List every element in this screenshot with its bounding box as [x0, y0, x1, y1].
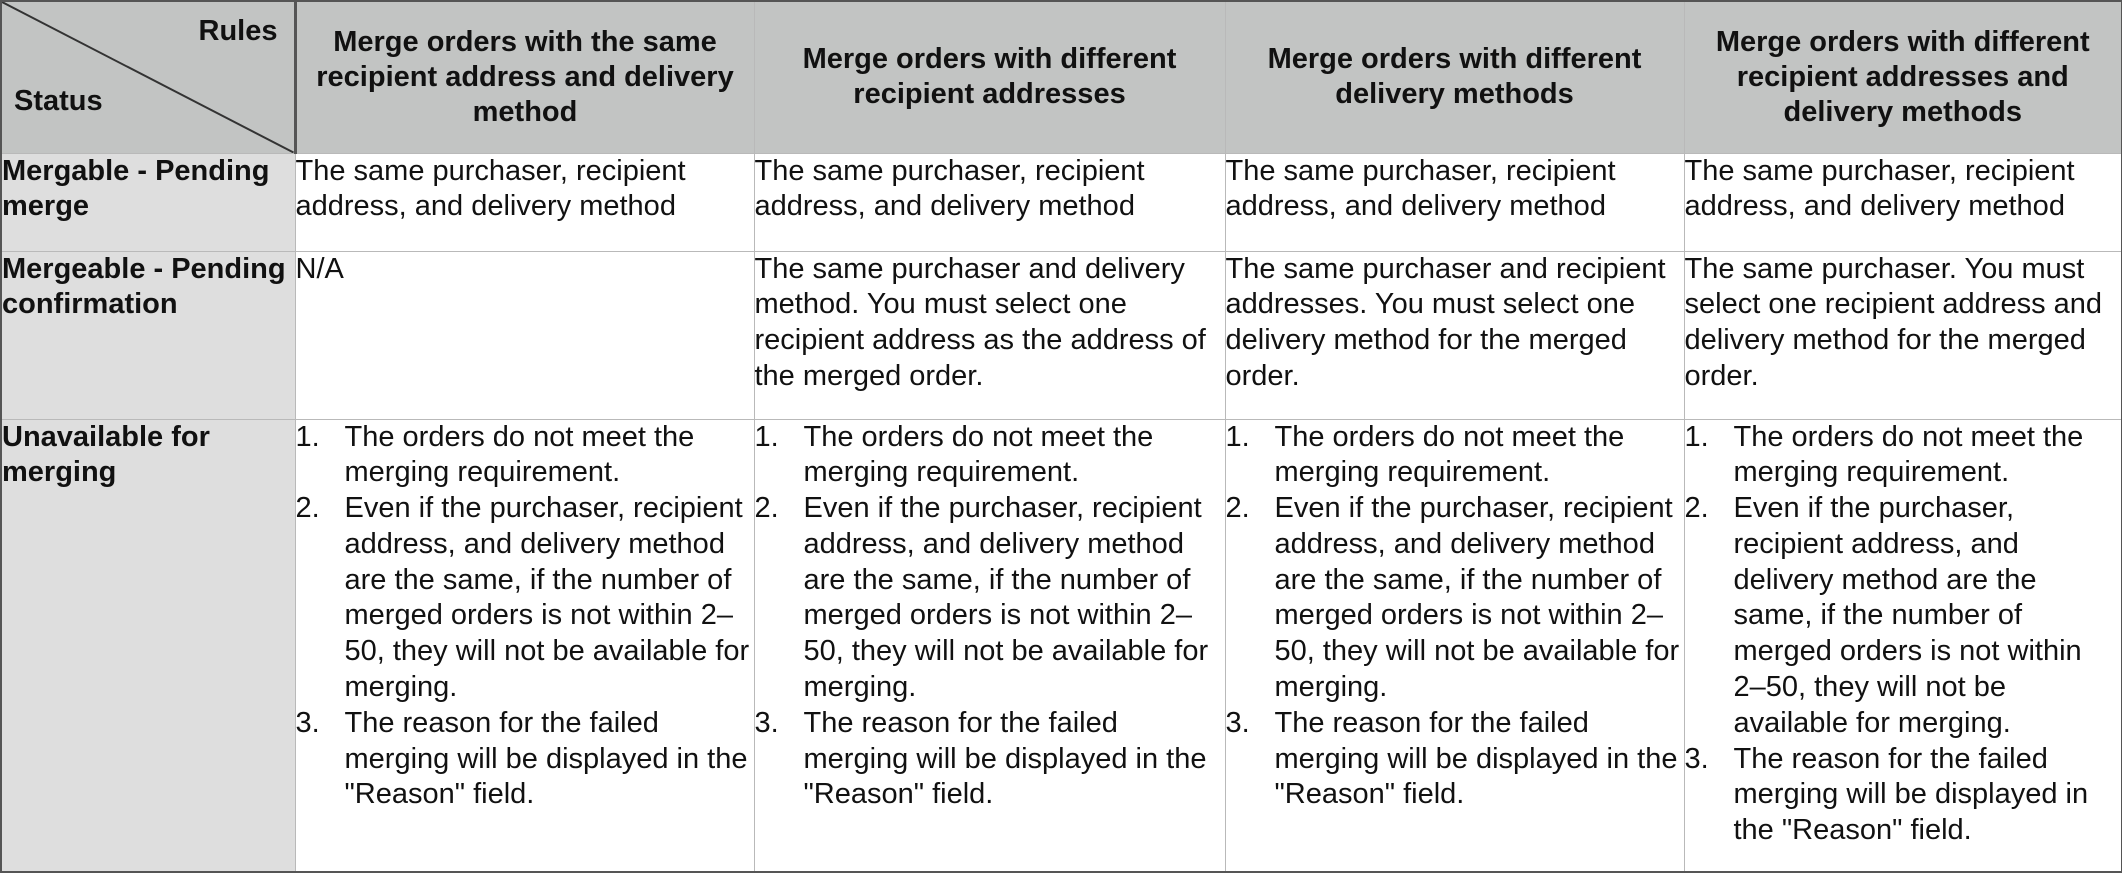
list-item-number: 2. [754, 492, 779, 525]
list-item-number: 1. [1684, 420, 1709, 453]
table-cell: The same purchaser. You must select one … [1683, 250, 2122, 420]
list-item-text: The orders do not meet the merging requi… [344, 420, 695, 489]
table-cell: The same purchaser, recipient address, a… [753, 152, 1226, 252]
list-item-text: The orders do not meet the merging requi… [1274, 420, 1625, 489]
row-header-unavailable: Unavailable for merging [0, 418, 296, 873]
list-item-text: Even if the purchaser, recipient address… [803, 492, 1209, 704]
table-cell: 1. The orders do not meet the merging req… [753, 418, 1226, 873]
list-item: 1. The orders do not meet the merging req… [1685, 420, 2122, 492]
table-cell: The same purchaser and delivery method. … [753, 250, 1226, 420]
list-item: 3. The reason for the failed merging will… [296, 706, 754, 813]
table-cell: The same purchaser, recipient address, a… [1683, 152, 2122, 252]
list-item: 2. Even if the purchaser, recipient addre… [296, 491, 754, 706]
row-header-pending-merge: Mergable - Pending merge [0, 152, 296, 252]
list-item-number: 2. [295, 492, 320, 525]
list-item-number: 3. [1225, 706, 1250, 739]
header-row: Rules Status Merge orders with the same … [0, 0, 2122, 154]
list-item-text: The reason for the failed merging will b… [1274, 706, 1678, 811]
diagonal-divider [2, 2, 294, 153]
list-item: 3. The reason for the failed merging will… [1226, 706, 1684, 813]
table-cell: N/A [294, 250, 755, 420]
list-item: 3. The reason for the failed merging will… [1685, 742, 2122, 849]
table-row: Mergable - Pending merge The same purcha… [0, 152, 2122, 252]
list-item-number: 1. [754, 420, 779, 453]
corner-rules-label: Rules [198, 15, 278, 47]
list-item: 2. Even if the purchaser, recipient addre… [1226, 491, 1684, 706]
row-header-pending-confirmation: Mergeable - Pending confirmation [0, 250, 296, 420]
column-header-same-address-method: Merge orders with the same recipient add… [294, 0, 755, 154]
table-row: Mergeable - Pending confirmation N/A The… [0, 250, 2122, 420]
list-item-number: 3. [754, 706, 779, 739]
list-item: 2. Even if the purchaser, recipient addre… [755, 491, 1225, 706]
table-row: Unavailable for merging 1. The orders do … [0, 418, 2122, 873]
list-item-text: The orders do not meet the merging requi… [1733, 420, 2084, 489]
reason-list: 1. The orders do not meet the merging req… [1685, 420, 2122, 850]
list-item-number: 3. [1684, 742, 1709, 775]
list-item-text: Even if the purchaser, recipient address… [1733, 492, 2082, 739]
list-item: 2. Even if the purchaser, recipient addre… [1685, 491, 2122, 742]
corner-status-label: Status [14, 84, 103, 117]
list-item-number: 1. [295, 420, 320, 453]
table-cell: 1. The orders do not meet the merging req… [1683, 418, 2122, 873]
list-item: 1. The orders do not meet the merging req… [296, 420, 754, 492]
list-item-text: Even if the purchaser, recipient address… [344, 492, 750, 704]
list-item-number: 2. [1225, 492, 1250, 525]
column-header-different-methods: Merge orders with different delivery met… [1224, 0, 1685, 154]
list-item-number: 1. [1225, 420, 1250, 453]
list-item: 3. The reason for the failed merging will… [755, 706, 1225, 813]
list-item-text: The orders do not meet the merging requi… [803, 420, 1154, 489]
column-header-different-addresses: Merge orders with different recipient ad… [753, 0, 1226, 154]
table-cell: 1. The orders do not meet the merging req… [1224, 418, 1685, 873]
list-item-number: 2. [1684, 492, 1709, 525]
table-cell: The same purchaser and recipient address… [1224, 250, 1685, 420]
table-cell: 1. The orders do not meet the merging req… [294, 418, 755, 873]
list-item-number: 3. [295, 706, 320, 739]
list-item-text: The reason for the failed merging will b… [1733, 742, 2089, 847]
reason-list: 1. The orders do not meet the merging req… [296, 420, 754, 814]
table-cell: The same purchaser, recipient address, a… [294, 152, 755, 252]
list-item-text: Even if the purchaser, recipient address… [1274, 492, 1680, 704]
corner-cell: Rules Status [0, 0, 297, 154]
column-header-different-addresses-and-methods: Merge orders with different recipient ad… [1683, 0, 2122, 154]
list-item: 1. The orders do not meet the merging req… [1226, 420, 1684, 492]
list-item: 1. The orders do not meet the merging req… [755, 420, 1225, 492]
list-item-text: The reason for the failed merging will b… [803, 706, 1207, 811]
reason-list: 1. The orders do not meet the merging req… [755, 420, 1225, 814]
list-item-text: The reason for the failed merging will b… [344, 706, 748, 811]
table-cell: The same purchaser, recipient address, a… [1224, 152, 1685, 252]
reason-list: 1. The orders do not meet the merging req… [1226, 420, 1684, 814]
